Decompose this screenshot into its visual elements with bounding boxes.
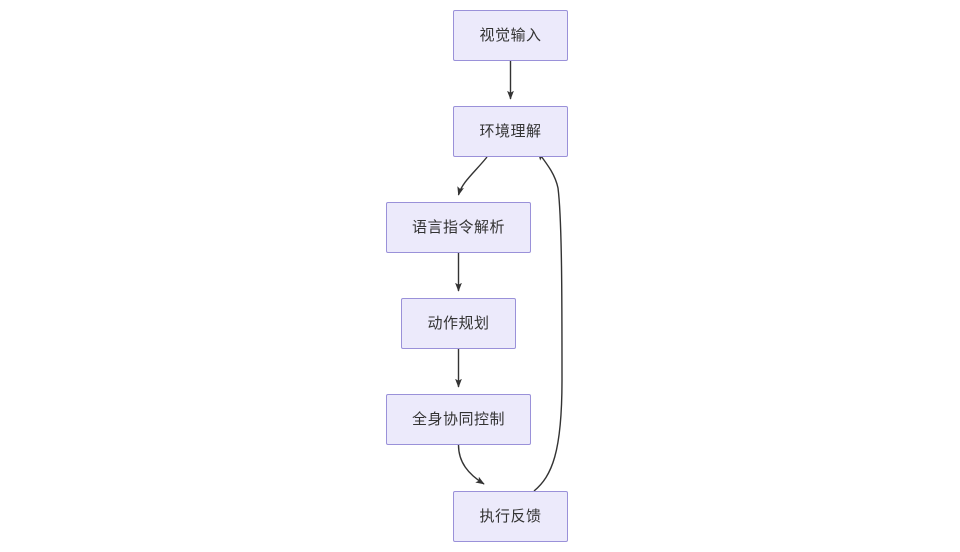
node-action-planning-label: 动作规划 — [427, 315, 490, 332]
edge-environment-understanding-to-language-instruction-parsing — [457, 156, 488, 196]
node-execution-feedback[interactable]: 执行反馈 — [453, 491, 568, 542]
edge-execution-feedback-to-environment-understanding — [533, 151, 563, 492]
node-action-planning[interactable]: 动作规划 — [401, 298, 516, 349]
node-visual-input[interactable]: 视觉输入 — [453, 10, 568, 61]
edge-whole-body-coordinated-control-to-execution-feedback — [457, 444, 485, 485]
node-execution-feedback-label: 执行反馈 — [479, 508, 542, 525]
node-whole-body-coordinated-control[interactable]: 全身协同控制 — [386, 394, 531, 445]
node-whole-body-coordinated-control-label: 全身协同控制 — [411, 411, 505, 428]
node-environment-understanding-label: 环境理解 — [479, 123, 542, 140]
node-language-instruction-parsing[interactable]: 语言指令解析 — [386, 202, 531, 253]
node-environment-understanding[interactable]: 环境理解 — [453, 106, 568, 157]
node-language-instruction-parsing-label: 语言指令解析 — [411, 219, 505, 236]
node-visual-input-label: 视觉输入 — [479, 27, 542, 44]
